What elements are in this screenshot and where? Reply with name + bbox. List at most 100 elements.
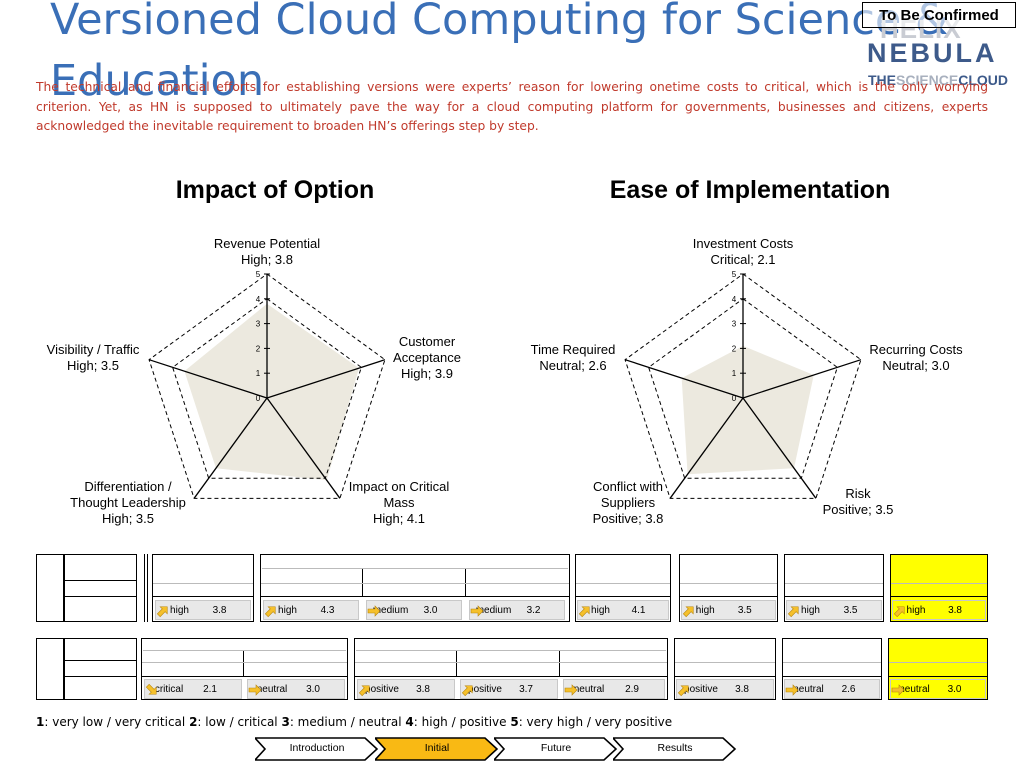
divider — [785, 596, 883, 597]
impact-chart-title: Impact of Option — [175, 176, 375, 204]
divider — [261, 596, 569, 597]
divider — [355, 662, 667, 663]
legend-text: : high / positive — [413, 715, 511, 729]
impact-axis-spoke — [148, 359, 268, 399]
impact-grid-ring-5 — [148, 273, 386, 499]
impact-axis-spoke — [266, 397, 341, 499]
divider — [64, 580, 137, 581]
trend-arrow-icon — [248, 684, 262, 696]
divider — [456, 651, 457, 677]
impact-axis-label: High; 4.1 — [373, 511, 425, 526]
logo-tagline-science: SCIENCE — [896, 72, 959, 88]
value-number: 3.7 — [519, 684, 533, 695]
ease-tick-label: 2 — [732, 344, 737, 353]
value-number: 4.3 — [320, 605, 335, 616]
impact-axis-label: Visibility / Traffic — [47, 342, 140, 357]
impact-axis-label: Revenue Potential — [214, 236, 320, 251]
impact-row-labels — [64, 554, 137, 622]
trend-arrow-icon — [264, 606, 276, 618]
trend-arrow-icon — [893, 606, 905, 618]
value-cell: positive 3.7 — [460, 679, 558, 699]
trend-arrow-icon — [145, 683, 157, 695]
divider — [680, 583, 777, 584]
value-number: 3.8 — [416, 684, 430, 695]
ease-axis-label: Time Required — [531, 342, 616, 357]
ease-axis-label: Conflict with — [593, 479, 663, 494]
divider — [889, 662, 987, 663]
impact-axis-label: Impact on Critical — [349, 479, 450, 494]
trend-arrow-icon — [677, 685, 689, 697]
chevron-shape — [375, 737, 499, 761]
logo-tagline-the: THE — [868, 72, 896, 88]
nav-initial[interactable]: Initial — [375, 737, 499, 761]
nav-label: Introduction — [289, 742, 345, 754]
value-number: 3.8 — [212, 605, 227, 616]
scale-legend: 1: very low / very critical 2: low / cri… — [36, 715, 672, 729]
trend-arrow-icon — [461, 685, 473, 697]
divider — [64, 676, 137, 677]
divider — [262, 568, 568, 569]
result-value-cell: neutral 3.0 — [890, 679, 986, 699]
impact-tick-label: 2 — [256, 344, 261, 353]
impact-axis-spoke — [193, 397, 268, 499]
ease-axis-label: Positive; 3.8 — [593, 511, 664, 526]
impact-tick-label: 0 — [256, 394, 261, 403]
logo-nebula: NEBULA — [867, 38, 998, 68]
nav-introduction[interactable]: Introduction — [255, 737, 379, 761]
divider — [785, 583, 883, 584]
divider — [559, 651, 560, 677]
impact-tick-label: 3 — [256, 320, 261, 329]
value-word: positive — [684, 684, 718, 695]
ease-series-area — [681, 345, 814, 475]
value-word: high — [801, 605, 820, 616]
ease-grid-ring-4 — [648, 298, 838, 479]
legend-text: : very high / very positive — [518, 715, 673, 729]
divider — [153, 596, 253, 597]
impact-side-box — [36, 554, 64, 622]
value-word: high — [906, 605, 926, 616]
value-word: high — [278, 605, 297, 616]
trend-arrow-icon — [564, 684, 578, 696]
value-number: 3.0 — [947, 684, 962, 695]
nav-results[interactable]: Results — [613, 737, 737, 761]
ease-tick-label: 3 — [732, 320, 737, 329]
ease-axis-label: Neutral; 2.6 — [539, 358, 606, 373]
impact-grid-ring-4 — [172, 298, 362, 479]
logo-tagline: THESCIENCECLOUD — [868, 72, 1008, 88]
value-number: 3.5 — [737, 605, 752, 616]
trend-arrow-icon — [787, 606, 799, 618]
impact-axis-label: High; 3.8 — [241, 252, 293, 267]
ease-grid-ring-5 — [624, 273, 862, 499]
ease-axis-label: Neutral; 3.0 — [882, 358, 949, 373]
value-word: medium — [475, 605, 512, 616]
impact-tick-label: 4 — [256, 295, 261, 304]
value-word: neutral — [899, 684, 930, 695]
table-divider — [144, 554, 148, 622]
ease-axis-spoke — [669, 397, 744, 499]
legend-text: : low / critical — [197, 715, 282, 729]
value-cell: positive 3.8 — [357, 679, 455, 699]
value-word: positive — [365, 684, 399, 695]
ease-tick-label: 0 — [732, 394, 737, 403]
ease-tick-label: 4 — [732, 295, 737, 304]
impact-tick-label: 5 — [256, 270, 261, 279]
impact-axis-label: High; 3.5 — [102, 511, 154, 526]
value-number: 3.8 — [948, 605, 962, 616]
value-word: positive — [468, 684, 502, 695]
status-badge: To Be Confirmed — [862, 2, 1016, 28]
nav-future[interactable]: Future — [494, 737, 618, 761]
trend-arrow-icon — [891, 684, 905, 696]
trend-arrow-icon — [578, 606, 590, 618]
trend-arrow-icon — [367, 605, 381, 617]
ease-side-box — [36, 638, 64, 700]
